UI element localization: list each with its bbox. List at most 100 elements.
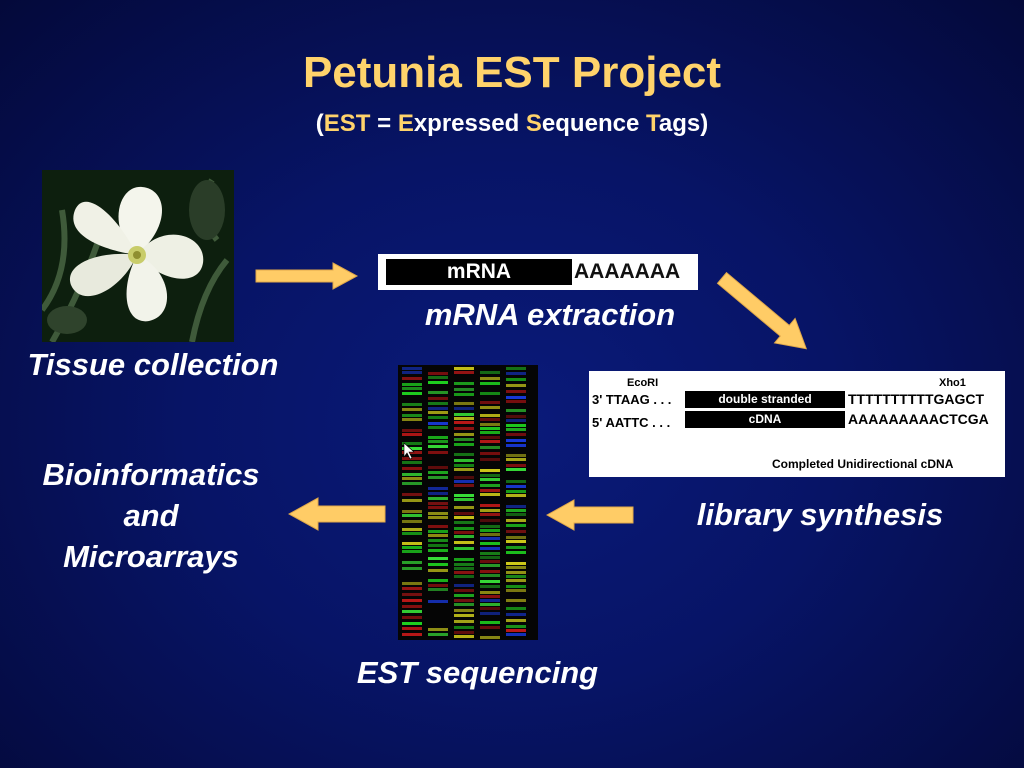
gel-band bbox=[480, 406, 500, 409]
gel-band bbox=[506, 540, 526, 543]
mrna-bar: mRNA bbox=[386, 259, 572, 285]
gel-band bbox=[402, 408, 422, 411]
gel-band bbox=[480, 458, 500, 461]
gel-band bbox=[506, 400, 526, 403]
gel-band bbox=[506, 629, 526, 632]
gel-band bbox=[402, 610, 422, 613]
gel-band bbox=[480, 580, 500, 583]
gel-band bbox=[402, 477, 422, 480]
gel-band bbox=[454, 459, 474, 462]
gel-band bbox=[428, 628, 448, 631]
gel-band bbox=[428, 579, 448, 582]
top-strand-suffix: TTTTTTTTTTGAGCT bbox=[848, 391, 985, 407]
gel-band bbox=[428, 451, 448, 454]
xho1-label: Xho1 bbox=[939, 377, 966, 389]
gel-band bbox=[454, 571, 474, 574]
gel-band bbox=[402, 467, 422, 470]
gel-band bbox=[402, 414, 422, 417]
gel-band bbox=[506, 633, 526, 636]
gel-band bbox=[454, 614, 474, 617]
gel-band bbox=[506, 566, 526, 569]
gel-band bbox=[454, 453, 474, 456]
gel-band bbox=[454, 427, 474, 430]
gel-band bbox=[402, 520, 422, 523]
gel-band bbox=[454, 407, 474, 410]
mrna-diagram: mRNA AAAAAAA bbox=[378, 254, 698, 290]
gel-band bbox=[454, 527, 474, 530]
gel-band bbox=[428, 487, 448, 490]
gel-band bbox=[402, 633, 422, 636]
cdna-caption: Completed Unidirectional cDNA bbox=[772, 457, 954, 471]
gel-band bbox=[506, 599, 526, 602]
gel-band bbox=[428, 402, 448, 405]
gel-band bbox=[428, 584, 448, 587]
gel-band bbox=[454, 521, 474, 524]
gel-band bbox=[480, 574, 500, 577]
gel-band bbox=[454, 413, 474, 416]
gel-band bbox=[428, 502, 448, 505]
gel-band bbox=[480, 626, 500, 629]
gel-band bbox=[506, 613, 526, 616]
gel-band bbox=[506, 464, 526, 467]
double-stranded-bar: double stranded bbox=[685, 391, 845, 408]
gel-band bbox=[402, 567, 422, 570]
gel-band bbox=[480, 537, 500, 540]
gel-band bbox=[506, 468, 526, 471]
slide-subtitle: (EST = Expressed Sequence Tags) bbox=[315, 110, 709, 137]
gel-band bbox=[428, 422, 448, 425]
gel-band bbox=[428, 530, 448, 533]
bioinformatics-label: Bioinformatics and Microarrays bbox=[42, 457, 260, 574]
gel-band bbox=[454, 382, 474, 385]
gel-band bbox=[480, 509, 500, 512]
gel-band bbox=[402, 433, 422, 436]
gel-band bbox=[480, 552, 500, 555]
left-arrow-icon bbox=[288, 497, 386, 531]
gel-band bbox=[480, 436, 500, 439]
gel-band bbox=[402, 442, 422, 445]
gel-band bbox=[480, 431, 500, 434]
gel-band bbox=[428, 436, 448, 439]
gel-band bbox=[402, 528, 422, 531]
gel-band bbox=[506, 384, 526, 387]
gel-band bbox=[480, 564, 500, 567]
gel-band bbox=[480, 556, 500, 559]
gel-band bbox=[506, 513, 526, 516]
gel-band bbox=[480, 414, 500, 417]
gel-band bbox=[480, 547, 500, 550]
gel-band bbox=[480, 371, 500, 374]
gel-band bbox=[428, 525, 448, 528]
gel-band bbox=[428, 516, 448, 519]
gel-band bbox=[402, 532, 422, 535]
gel-band bbox=[506, 519, 526, 522]
gel-band bbox=[454, 589, 474, 592]
gel-band bbox=[402, 514, 422, 517]
gel-band bbox=[454, 531, 474, 534]
gel-band bbox=[454, 464, 474, 467]
gel-band bbox=[428, 633, 448, 636]
gel-band bbox=[480, 636, 500, 639]
gel-band bbox=[480, 401, 500, 404]
gel-band bbox=[402, 582, 422, 585]
gel-band bbox=[506, 390, 526, 393]
gel-band bbox=[480, 612, 500, 615]
gel-band bbox=[506, 551, 526, 554]
gel-band bbox=[480, 513, 500, 516]
gel-band bbox=[402, 371, 422, 374]
tissue-collection-label: Tissue collection bbox=[27, 347, 279, 382]
gel-band bbox=[454, 626, 474, 629]
gel-band bbox=[480, 493, 500, 496]
sequencing-gel-image bbox=[398, 365, 538, 640]
gel-band bbox=[480, 446, 500, 449]
gel-band bbox=[402, 550, 422, 553]
gel-band bbox=[454, 494, 474, 497]
gel-band bbox=[480, 585, 500, 588]
gel-band bbox=[402, 499, 422, 502]
gel-band bbox=[428, 544, 448, 547]
gel-band bbox=[454, 635, 474, 638]
gel-band bbox=[402, 429, 422, 432]
gel-band bbox=[506, 589, 526, 592]
gel-band bbox=[506, 619, 526, 622]
gel-band bbox=[454, 480, 474, 483]
gel-band bbox=[402, 461, 422, 464]
gel-band bbox=[480, 599, 500, 602]
